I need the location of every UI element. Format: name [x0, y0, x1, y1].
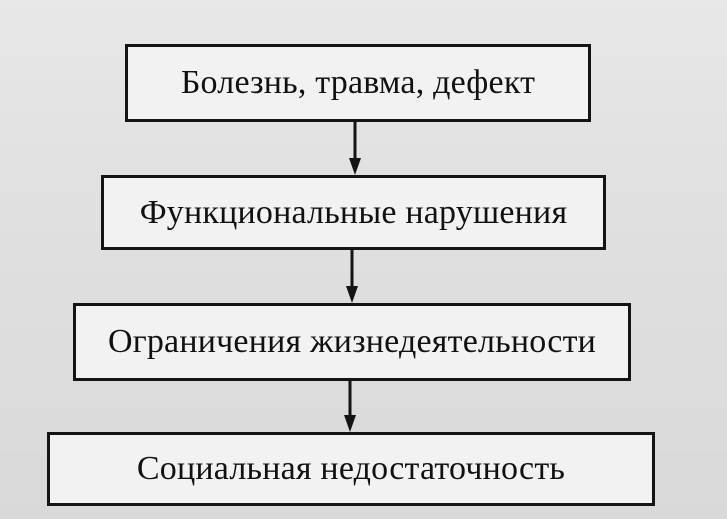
arrow-functional-to-activity	[346, 250, 358, 303]
arrow-activity-to-social	[344, 381, 356, 432]
box-label-disease: Болезнь, травма, дефект	[180, 64, 536, 101]
flowchart-box-activity-limitations: Ограничения жизнедеятельности	[73, 303, 631, 381]
box-label-activity-limitations: Ограничения жизнедеятельности	[107, 323, 597, 360]
flowchart-box-disease: Болезнь, травма, дефект	[125, 44, 591, 122]
arrow-disease-to-functional	[349, 122, 361, 175]
box-label-functional-impairments: Функциональные нарушения	[139, 193, 568, 231]
box-label-social-disadvantage: Социальная недостаточность	[136, 450, 566, 487]
flowchart-box-social-disadvantage: Социальная недостаточность	[47, 432, 655, 506]
flowchart-box-functional-impairments: Функциональные нарушения	[101, 175, 606, 250]
